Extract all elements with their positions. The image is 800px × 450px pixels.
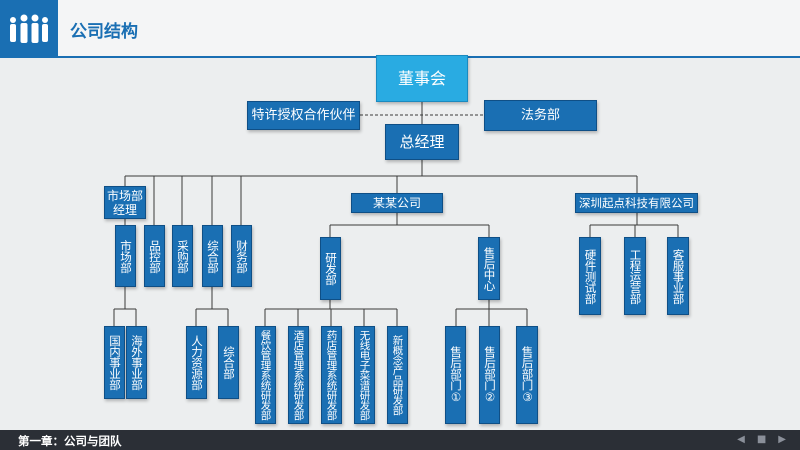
node-domestic-business[interactable]: 国内事业部 (104, 326, 125, 399)
node-sales-3[interactable]: 售后部门③ (516, 326, 538, 424)
node-catering-rnd[interactable]: 餐饮管理系统研发部 (255, 326, 276, 424)
node-wireless-rnd[interactable]: 无线电子菜谱研发部 (354, 326, 375, 424)
node-customer-service[interactable]: 客服事业部 (667, 237, 689, 315)
slide-navigation: ◀ ■ ▶ (737, 434, 786, 446)
node-general-manager[interactable]: 总经理 (385, 124, 459, 160)
footer-chapter-title: 第一章：公司与团队 (18, 434, 122, 448)
node-board[interactable]: 董事会 (376, 55, 468, 102)
node-hardware-test[interactable]: 硬件测试部 (579, 237, 601, 315)
header: 公司结构 (0, 0, 800, 58)
node-sales-1[interactable]: 售后部门① (445, 326, 466, 424)
node-hr-dept[interactable]: 人力资源部 (186, 326, 207, 399)
node-rnd-dept[interactable]: 研发部 (320, 237, 341, 300)
node-shenzhen-tech[interactable]: 深圳起点科技有限公司 (575, 193, 698, 213)
node-purchasing-dept[interactable]: 采购部 (172, 225, 193, 287)
logo (0, 0, 58, 58)
node-quality-dept[interactable]: 品控部 (144, 225, 165, 287)
team-people-icon (10, 14, 48, 43)
next-icon[interactable]: ▶ (778, 434, 786, 445)
node-finance-dept[interactable]: 财务部 (231, 225, 252, 287)
home-icon[interactable]: ■ (756, 434, 767, 445)
node-market-dept[interactable]: 市场部 (115, 225, 136, 287)
node-general-affairs-dept[interactable]: 综合部 (202, 225, 223, 287)
node-pharmacy-rnd[interactable]: 药店管理系统研发部 (321, 326, 342, 424)
node-sales-center[interactable]: 售后中心 (478, 237, 500, 300)
prev-icon[interactable]: ◀ (737, 434, 745, 445)
node-legal[interactable]: 法务部 (484, 100, 597, 131)
page-title: 公司结构 (70, 22, 138, 42)
node-sales-2[interactable]: 售后部门② (479, 326, 500, 424)
node-franchise-partner[interactable]: 特许授权合作伙伴 (247, 101, 360, 130)
node-hotel-rnd[interactable]: 酒店管理系统研发部 (288, 326, 309, 424)
node-company[interactable]: 某某公司 (351, 193, 443, 213)
node-engineering[interactable]: 工程运营部 (624, 237, 646, 315)
node-overseas-business[interactable]: 海外事业部 (126, 326, 147, 399)
footer: 第一章：公司与团队 ◀ ■ ▶ (0, 430, 800, 450)
node-marketing-manager[interactable]: 市场部 经理 (104, 186, 146, 219)
node-admin-dept[interactable]: 综合部 (218, 326, 239, 399)
node-new-product-rnd[interactable]: 新概念产品研发部 (387, 326, 408, 424)
